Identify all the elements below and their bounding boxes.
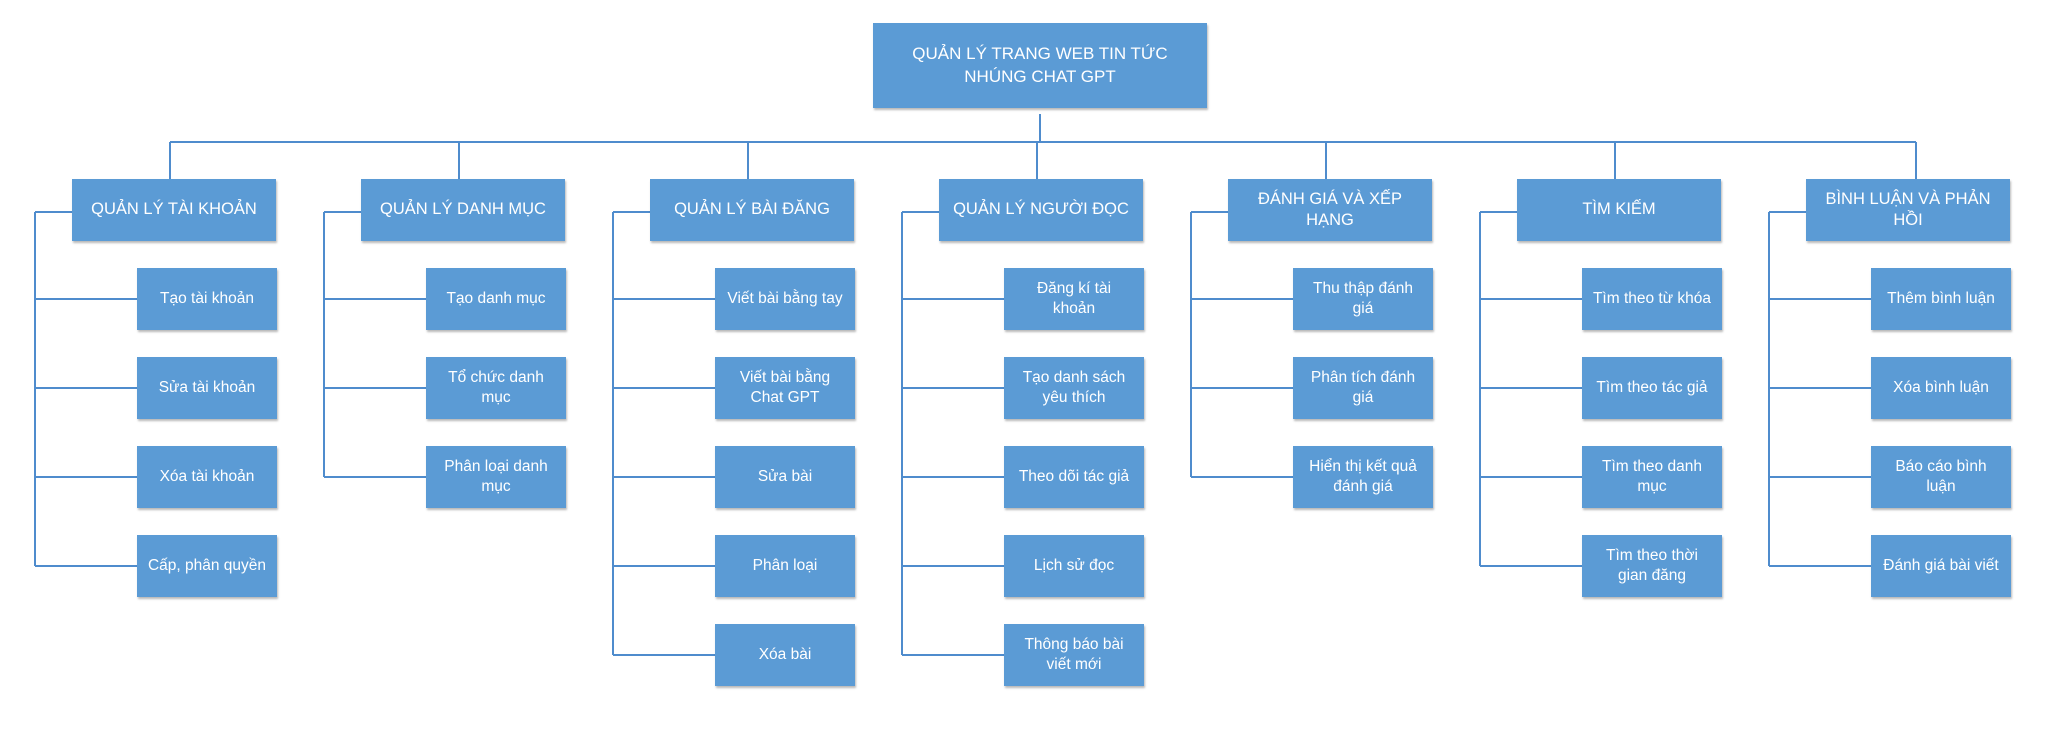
leaf-node: Phân loại danh mục: [426, 446, 566, 508]
category-node: TÌM KIẾM: [1517, 179, 1721, 241]
leaf-node: Thông báo bài viết mới: [1004, 624, 1144, 686]
leaf-node: Tạo tài khoản: [137, 268, 277, 330]
leaf-node: Tìm theo thời gian đăng: [1582, 535, 1722, 597]
leaf-node: Phân loại: [715, 535, 855, 597]
leaf-node: Tìm theo tác giả: [1582, 357, 1722, 419]
leaf-node: Thu thập đánh giá: [1293, 268, 1433, 330]
leaf-node: Xóa tài khoản: [137, 446, 277, 508]
leaf-node: Hiển thị kết quả đánh giá: [1293, 446, 1433, 508]
leaf-node: Tìm theo danh mục: [1582, 446, 1722, 508]
leaf-node: Tìm theo từ khóa: [1582, 268, 1722, 330]
category-node: QUẢN LÝ NGƯỜI ĐỌC: [939, 179, 1143, 241]
leaf-node: Sửa bài: [715, 446, 855, 508]
leaf-node: Đăng kí tài khoản: [1004, 268, 1144, 330]
leaf-node: Cấp, phân quyền: [137, 535, 277, 597]
leaf-node: Xóa bình luận: [1871, 357, 2011, 419]
leaf-node: Tổ chức danh mục: [426, 357, 566, 419]
category-node: ĐÁNH GIÁ VÀ XẾP HẠNG: [1228, 179, 1432, 241]
category-node: BÌNH LUẬN VÀ PHẢN HỒI: [1806, 179, 2010, 241]
leaf-node: Phân tích đánh giá: [1293, 357, 1433, 419]
leaf-node: Thêm bình luận: [1871, 268, 2011, 330]
category-node: QUẢN LÝ TÀI KHOẢN: [72, 179, 276, 241]
leaf-node: Theo dõi tác giả: [1004, 446, 1144, 508]
leaf-node: Sửa tài khoản: [137, 357, 277, 419]
category-node: QUẢN LÝ DANH MỤC: [361, 179, 565, 241]
leaf-node: Tạo danh sách yêu thích: [1004, 357, 1144, 419]
leaf-node: Xóa bài: [715, 624, 855, 686]
leaf-node: Báo cáo bình luận: [1871, 446, 2011, 508]
leaf-node: Đánh giá bài viết: [1871, 535, 2011, 597]
root-node: QUẢN LÝ TRANG WEB TIN TỨC NHÚNG CHAT GPT: [873, 23, 1207, 108]
leaf-node: Viết bài bằng Chat GPT: [715, 357, 855, 419]
category-node: QUẢN LÝ BÀI ĐĂNG: [650, 179, 854, 241]
leaf-node: Tạo danh mục: [426, 268, 566, 330]
leaf-node: Lịch sử đọc: [1004, 535, 1144, 597]
leaf-node: Viết bài bằng tay: [715, 268, 855, 330]
